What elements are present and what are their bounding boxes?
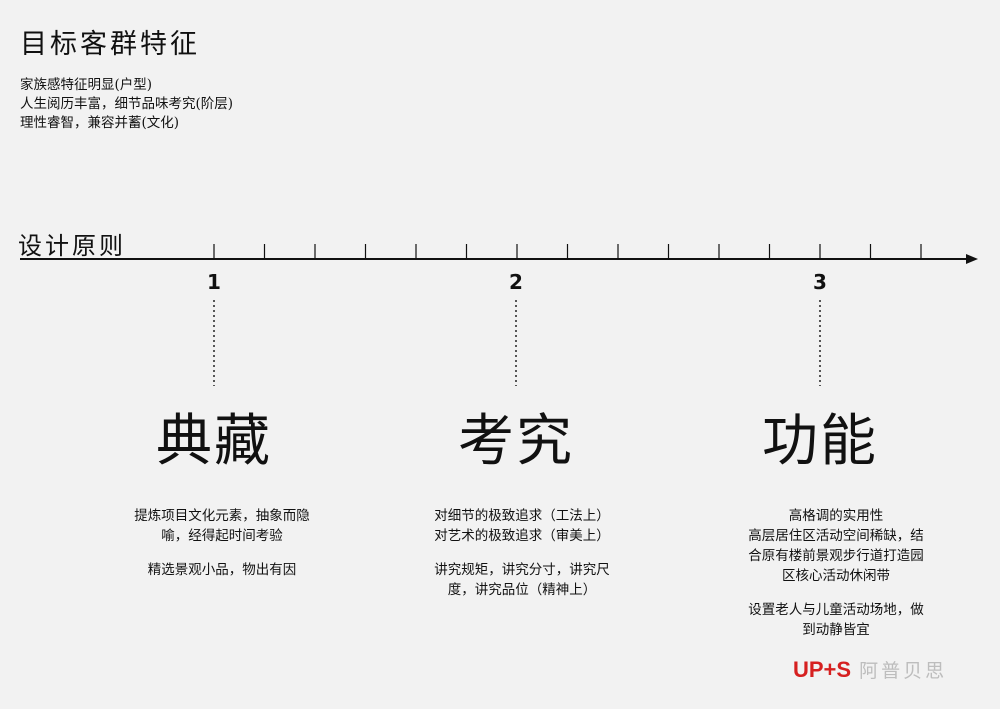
desc-line: 精选景观小品，物出有因 bbox=[147, 562, 297, 578]
timeline-ticks bbox=[213, 244, 922, 259]
desc-line: 区核心活动休闲带 bbox=[782, 568, 890, 584]
principle-2-number: 2 bbox=[509, 270, 523, 294]
trait-line: 人生阅历丰富，细节品味考究(阶层) bbox=[20, 96, 234, 112]
page-title: 目标客群特征 bbox=[20, 29, 200, 60]
principle-3-heading: 功能 bbox=[762, 409, 878, 474]
desc-line: 高层居住区活动空间稀缺，结 bbox=[748, 528, 924, 544]
desc-line: 合原有楼前景观步行道打造园 bbox=[748, 548, 924, 564]
principle-3-number: 3 bbox=[813, 270, 827, 294]
desc-line: 提炼项目文化元素，抽象而隐 bbox=[134, 508, 310, 524]
trait-line: 理性睿智，兼容并蓄(文化) bbox=[20, 115, 180, 131]
desc-line: 度，讲究品位（精神上） bbox=[447, 582, 597, 598]
trait-line: 家族感特征明显(户型) bbox=[20, 77, 153, 93]
desc-line: 设置老人与儿童活动场地，做 bbox=[748, 602, 924, 618]
target-traits: 家族感特征明显(户型) 人生阅历丰富，细节品味考究(阶层) 理性睿智，兼容并蓄(… bbox=[20, 76, 233, 133]
principle-2-description: 对细节的极致追求（工法上） 对艺术的极致追求（审美上） 讲究规矩，讲究分寸，讲究… bbox=[400, 506, 644, 600]
principle-1-number: 1 bbox=[207, 270, 221, 294]
desc-line: 对细节的极致追求（工法上） bbox=[434, 508, 610, 524]
principle-2-heading: 考究 bbox=[458, 409, 574, 474]
desc-line: 讲究规矩，讲究分寸，讲究尺 bbox=[434, 562, 610, 578]
design-principle-label: 设计原则 bbox=[18, 232, 126, 260]
logo-text: 阿普贝思 bbox=[859, 660, 948, 682]
timeline-arrow-icon bbox=[966, 254, 978, 264]
desc-line: 高格调的实用性 bbox=[788, 508, 884, 524]
desc-line: 喻，经得起时间考验 bbox=[161, 528, 283, 544]
principle-3-description: 高格调的实用性 高层居住区活动空间稀缺，结 合原有楼前景观步行道打造园 区核心活… bbox=[716, 506, 956, 640]
principle-1-description: 提炼项目文化元素，抽象而隐 喻，经得起时间考验 精选景观小品，物出有因 bbox=[104, 506, 340, 580]
principle-1-heading: 典藏 bbox=[156, 409, 272, 474]
desc-line: 到动静皆宜 bbox=[802, 622, 870, 638]
logo-mark: UP+S bbox=[793, 656, 852, 682]
brand-logo: UP+S 阿普贝思 bbox=[793, 656, 947, 683]
desc-line: 对艺术的极致追求（审美上） bbox=[434, 528, 610, 544]
